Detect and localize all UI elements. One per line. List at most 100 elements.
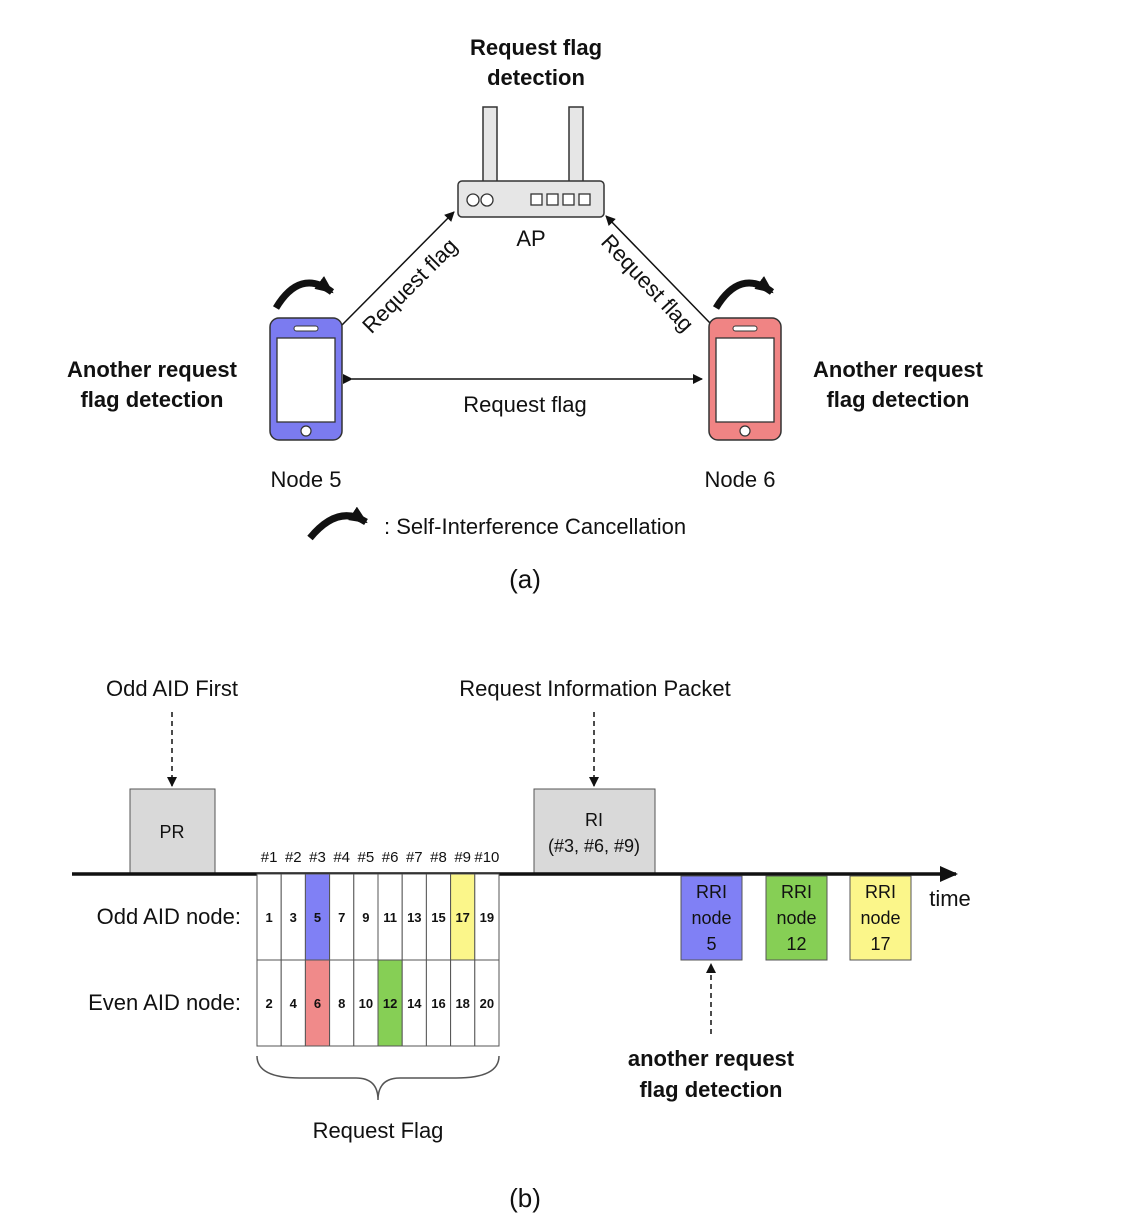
rri-box-text: RRI xyxy=(781,882,812,902)
slot-label: #10 xyxy=(474,849,499,866)
even-row-cell-value: 10 xyxy=(359,996,373,1011)
rri-box xyxy=(680,875,743,961)
even-row-cell-value: 4 xyxy=(290,996,298,1011)
slot-label: #9 xyxy=(454,849,471,866)
even-row-cell xyxy=(450,959,476,1047)
caption-a: (a) xyxy=(509,564,541,594)
ri-packet-label: Request Information Packet xyxy=(459,676,730,701)
pr-box xyxy=(129,788,216,874)
even-row-cell xyxy=(377,959,403,1047)
odd-row-cell-value: 19 xyxy=(480,910,494,925)
slot-label: #3 xyxy=(309,849,326,866)
another-detection-line-1: another request xyxy=(628,1046,795,1071)
rri-box-text: RRI xyxy=(696,882,727,902)
router-icon xyxy=(457,106,605,218)
ri-box-line-2: (#3, #6, #9) xyxy=(548,836,640,856)
odd-row-cell xyxy=(425,873,452,961)
odd-row-cell-value: 13 xyxy=(407,910,421,925)
right-detection-line-2: flag detection xyxy=(826,387,969,412)
link-left-label: Request flag xyxy=(357,233,462,338)
rri-box-text: node xyxy=(691,908,731,928)
rri-box-text: 5 xyxy=(706,934,716,954)
slot-label: #5 xyxy=(358,849,375,866)
odd-row-cell-value: 11 xyxy=(383,910,397,925)
link-right-label: Request flag xyxy=(596,229,699,336)
even-row-cell-value: 6 xyxy=(314,996,321,1011)
odd-row-cell-value: 5 xyxy=(314,910,321,925)
even-row-cell xyxy=(353,959,379,1047)
left-detection-line-1: Another request xyxy=(67,357,238,382)
slot-label: #7 xyxy=(406,849,423,866)
pr-label: PR xyxy=(159,822,184,842)
ap-heading-line-2: detection xyxy=(487,65,585,90)
odd-row-cell xyxy=(353,873,379,961)
left-detection-line-2: flag detection xyxy=(80,387,223,412)
odd-row-cell-value: 15 xyxy=(431,910,445,925)
even-row-cell-value: 14 xyxy=(407,996,422,1011)
even-row-cell-value: 18 xyxy=(455,996,469,1011)
ap-heading: Request flag detection xyxy=(470,35,602,90)
rri-box-text: node xyxy=(776,908,816,928)
rri-box-text: 17 xyxy=(870,934,890,954)
odd-row-cell-value: 3 xyxy=(290,910,297,925)
even-row-label: Even AID node: xyxy=(88,990,241,1015)
odd-row-cell xyxy=(474,873,500,961)
right-detection-line-1: Another request xyxy=(813,357,984,382)
link-left-arrow xyxy=(341,211,455,326)
rri-boxes: RRI node 5 RRI node 12 RRI node 17 xyxy=(680,875,912,961)
slot-label: #2 xyxy=(285,849,302,866)
ap-label: AP xyxy=(516,226,545,251)
sic-legend-text: : Self-Interference Cancellation xyxy=(384,514,686,539)
slot-label: #1 xyxy=(261,849,278,866)
time-label: time xyxy=(929,886,971,911)
rri-box-text: RRI xyxy=(865,882,896,902)
even-row-cell-value: 12 xyxy=(383,996,397,1011)
even-row-cell xyxy=(256,959,282,1047)
odd-row-cell-value: 17 xyxy=(455,910,469,925)
odd-row-cell-value: 1 xyxy=(265,910,272,925)
even-row-cell-value: 16 xyxy=(431,996,445,1011)
sic-arc-right-icon xyxy=(712,276,775,310)
ri-box-line-1: RI xyxy=(585,810,603,830)
even-row-cell-value: 20 xyxy=(480,996,494,1011)
request-flag-brace xyxy=(256,1055,500,1101)
caption-b: (b) xyxy=(509,1183,541,1213)
odd-row-cell xyxy=(329,873,355,961)
odd-row-cell xyxy=(401,873,427,961)
even-row-cell xyxy=(474,959,500,1047)
even-row-cell xyxy=(425,959,452,1047)
even-row-cell xyxy=(304,959,331,1047)
even-row-cell xyxy=(401,959,427,1047)
even-row-cell xyxy=(329,959,355,1047)
slot-label: #4 xyxy=(333,849,350,866)
rri-box xyxy=(765,875,828,961)
even-row-cell-value: 8 xyxy=(338,996,345,1011)
even-row-cell-value: 2 xyxy=(265,996,272,1011)
node-left-label: Node 5 xyxy=(271,467,342,492)
node-right-label: Node 6 xyxy=(705,467,776,492)
ri-box xyxy=(533,788,656,874)
ap-heading-line-1: Request flag xyxy=(470,35,602,60)
request-flag-label: Request Flag xyxy=(313,1118,444,1143)
slot-label: #8 xyxy=(430,849,447,866)
another-detection-line-2: flag detection xyxy=(639,1077,782,1102)
rri-box xyxy=(849,875,912,961)
rri-box-text: node xyxy=(860,908,900,928)
even-row-cell xyxy=(280,959,306,1047)
slot-labels: #1 #2 #3 #4 #5 #6 #7 #8 #9#10 xyxy=(261,849,500,866)
sic-legend-icon xyxy=(307,506,368,541)
odd-first-label: Odd AID First xyxy=(106,676,238,701)
sic-arc-left-icon xyxy=(272,276,335,310)
link-right-arrow xyxy=(605,215,711,324)
link-bottom-label: Request flag xyxy=(463,392,587,417)
odd-row-cell-value: 9 xyxy=(362,910,369,925)
phone-left-icon xyxy=(269,317,343,441)
slot-label: #6 xyxy=(382,849,399,866)
rri-box-text: 12 xyxy=(786,934,806,954)
odd-row-label: Odd AID node: xyxy=(97,904,241,929)
odd-row-cell xyxy=(304,873,331,961)
odd-row-cell-value: 7 xyxy=(338,910,345,925)
odd-row-cell xyxy=(280,873,306,961)
